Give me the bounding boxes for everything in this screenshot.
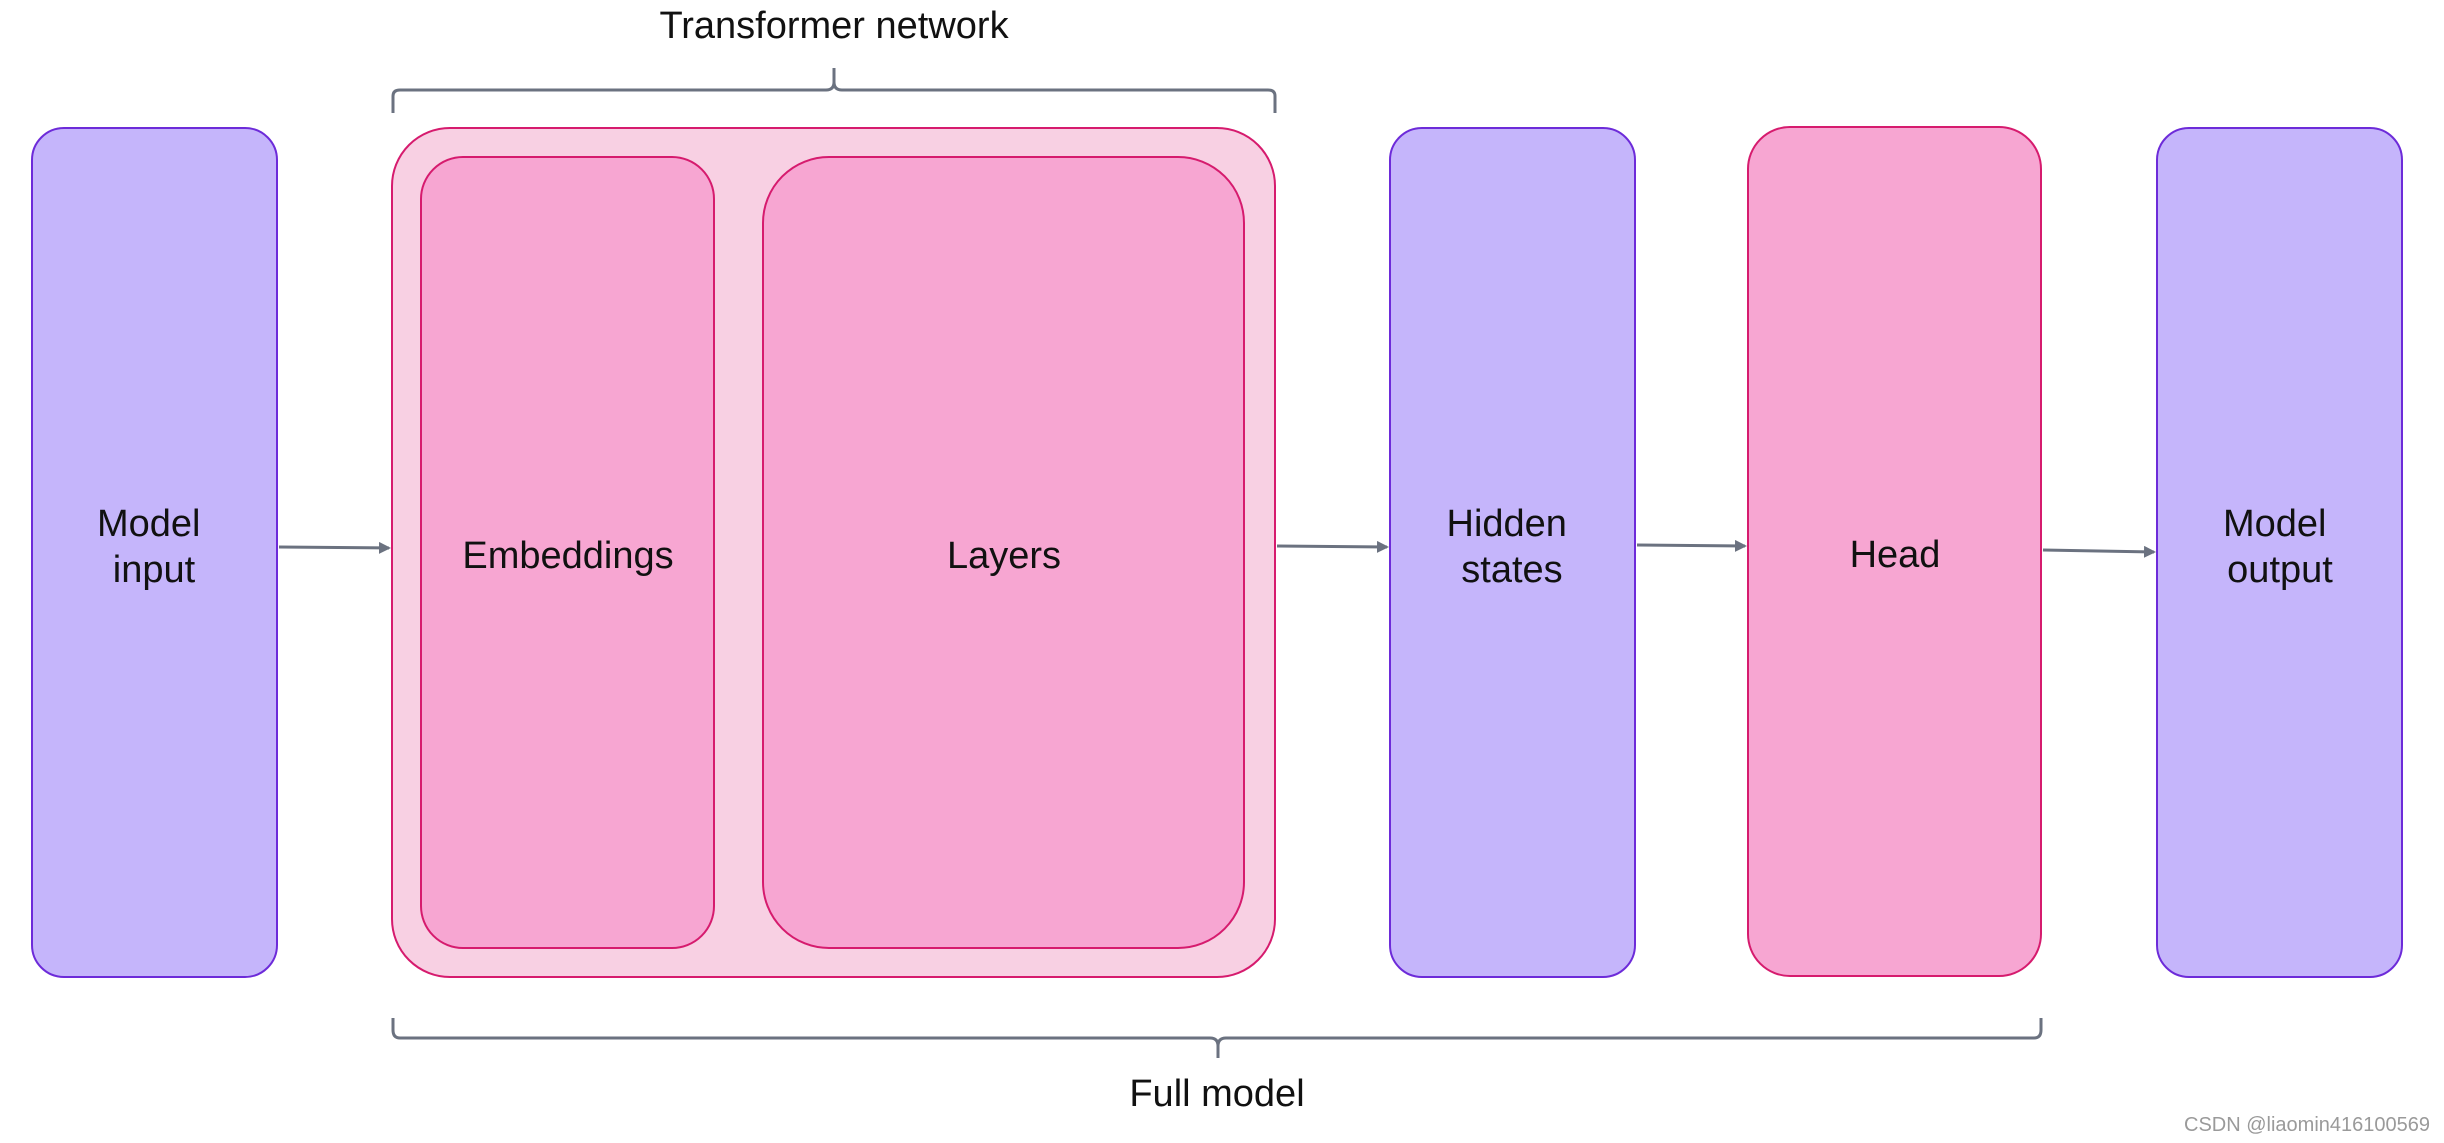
watermark: CSDN @liaomin416100569: [2184, 1114, 2430, 1136]
transformer-network-block: Embeddings Layers: [391, 127, 1276, 978]
full-model-brace: Full model: [391, 1018, 2043, 1115]
arrow-hidden-states-to-head: [1636, 539, 1747, 552]
hidden-states-label-line-2: states: [1461, 549, 1562, 591]
arrow-input-to-transformer: [278, 541, 391, 554]
model-input-block: Model input: [31, 127, 278, 978]
arrow-transformer-to-hidden-states: [1276, 540, 1389, 553]
model-output-label: Model output: [2223, 503, 2337, 591]
model-input-label-line-2: input: [113, 549, 196, 591]
hidden-states-block: Hidden states: [1389, 127, 1636, 978]
model-output-label-line-2: output: [2227, 549, 2333, 591]
arrow-head-to-output: [2042, 545, 2156, 558]
head-block: Head: [1747, 126, 2042, 977]
head-label: Head: [1850, 534, 1941, 576]
model-output-label-line-1: Model: [2223, 503, 2327, 545]
transformer-network-label: Transformer network: [659, 5, 1009, 47]
hidden-states-label-line-1: Hidden: [1447, 503, 1567, 545]
embeddings-label: Embeddings: [462, 535, 673, 577]
model-input-label: Model input: [97, 503, 211, 591]
transformer-network-brace: Transformer network: [391, 5, 1277, 113]
model-output-block: Model output: [2156, 127, 2403, 978]
layers-label: Layers: [947, 535, 1061, 577]
full-model-label: Full model: [1129, 1073, 1304, 1115]
embeddings-block: Embeddings: [420, 156, 715, 949]
model-input-label-line-1: Model: [97, 503, 201, 545]
layers-block: Layers: [762, 156, 1245, 949]
hidden-states-label: Hidden states: [1447, 503, 1578, 591]
